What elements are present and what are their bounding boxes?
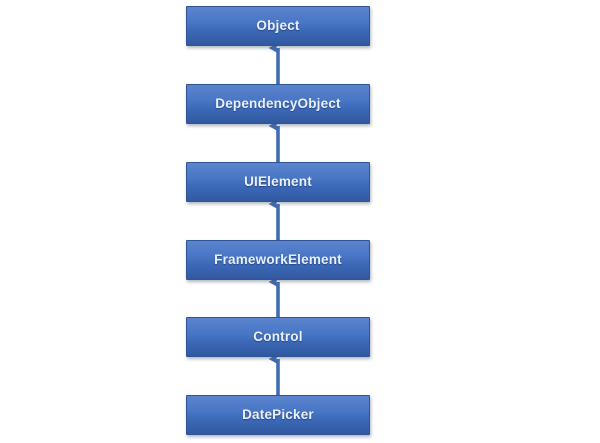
class-node-control[interactable]: Control xyxy=(186,317,370,357)
class-node-framework-element[interactable]: FrameworkElement xyxy=(186,240,370,280)
class-node-label: DependencyObject xyxy=(215,96,341,112)
class-node-object[interactable]: Object xyxy=(186,6,370,46)
class-node-label: FrameworkElement xyxy=(214,252,342,268)
class-node-label: DatePicker xyxy=(242,407,314,423)
class-node-dependency-object[interactable]: DependencyObject xyxy=(186,84,370,124)
class-node-date-picker[interactable]: DatePicker xyxy=(186,395,370,435)
class-node-label: UIElement xyxy=(244,174,312,190)
class-node-ui-element[interactable]: UIElement xyxy=(186,162,370,202)
class-node-label: Object xyxy=(256,18,300,34)
class-node-label: Control xyxy=(253,329,303,345)
